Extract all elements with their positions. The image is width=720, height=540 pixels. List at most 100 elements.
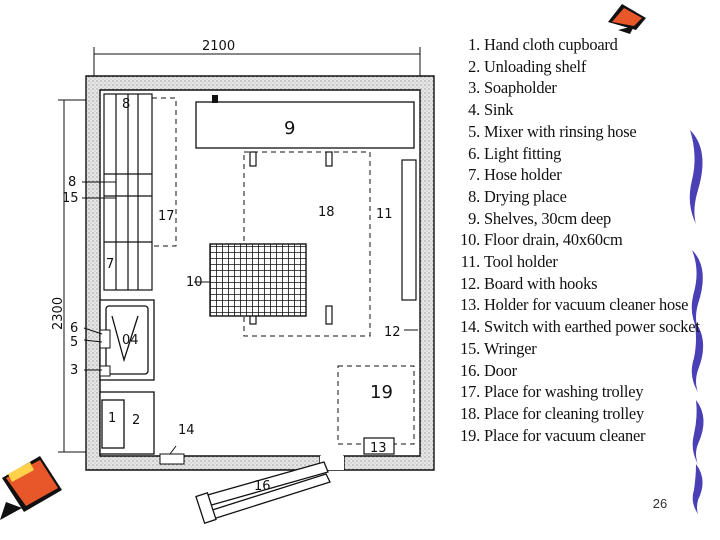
legend-item-text: Drying place <box>484 186 567 206</box>
dimension-height-label: 2300 <box>51 297 66 330</box>
label-13: 13 <box>370 441 387 456</box>
legend-item-number: 7. <box>468 165 480 185</box>
label-7: 7 <box>106 257 114 272</box>
label-18: 18 <box>318 205 335 220</box>
left-leaders <box>82 181 116 371</box>
legend-item: 17.Place for washing trolley <box>456 381 706 403</box>
legend-item-number: 19. <box>460 425 480 445</box>
legend-item-number: 9. <box>468 208 480 228</box>
decorative-swirl-icon <box>689 130 704 514</box>
legend-item-number: 8. <box>468 186 480 206</box>
legend-item-number: 12. <box>460 273 480 293</box>
legend-item-number: 13. <box>460 295 480 315</box>
dimension-height <box>58 99 90 453</box>
label-2: 2 <box>132 413 140 428</box>
legend-item-text: Mixer with rinsing hose <box>484 121 637 141</box>
legend-item: 18.Place for cleaning trolley <box>456 403 706 425</box>
switch-14 <box>159 453 185 465</box>
vacuum-cleaner-place-19 <box>337 365 415 445</box>
cupboard-and-shelf <box>99 391 155 455</box>
door-16 <box>195 461 331 524</box>
label-12: 12 <box>384 325 401 340</box>
left-cabinets <box>103 93 153 291</box>
legend-item-text: Door <box>484 360 517 380</box>
tool-holder-11 <box>401 159 417 301</box>
legend-item: 5.Mixer with rinsing hose <box>456 121 706 143</box>
legend-item-number: 17. <box>460 382 480 402</box>
legend-item-number: 6. <box>468 143 480 163</box>
label-3: 3 <box>70 363 78 378</box>
label-1: 1 <box>108 411 116 426</box>
legend-item-number: 18. <box>460 403 480 423</box>
label-15: 15 <box>62 191 79 206</box>
legend-item-text: Sink <box>484 100 514 120</box>
legend-item-text: Soapholder <box>484 78 557 98</box>
legend-item-text: Place for vacuum cleaner <box>484 425 646 445</box>
pencil-icon <box>608 4 646 34</box>
legend-item-text: Unloading shelf <box>484 56 587 76</box>
legend-item-text: Hand cloth cupboard <box>484 35 618 54</box>
legend-item-number: 2. <box>468 56 480 76</box>
legend-item: 15.Wringer <box>456 338 706 360</box>
floor-drain-10 <box>209 243 307 317</box>
legend-item-number: 3. <box>468 78 480 98</box>
label-4: 04 <box>122 333 139 348</box>
legend-item: 4.Sink <box>456 99 706 121</box>
legend-item-text: Place for washing trolley <box>484 382 644 402</box>
legend-item: 9.Shelves, 30cm deep <box>456 208 706 230</box>
cleaning-trolley-place-18 <box>243 151 371 337</box>
pencil-icon <box>0 456 62 520</box>
label-8-top: 8 <box>122 97 130 112</box>
legend-item: 19.Place for vacuum cleaner <box>456 425 706 447</box>
legend-item-text: Floor drain, 40x60cm <box>484 230 623 250</box>
legend-item: 7.Hose holder <box>456 164 706 186</box>
legend-item-text: Board with hooks <box>484 273 598 293</box>
legend-item: 13.Holder for vacuum cleaner hose <box>456 294 706 316</box>
legend-item-number: 11. <box>460 252 480 272</box>
label-5: 5 <box>70 335 78 350</box>
legend-item: 6.Light fitting <box>456 143 706 165</box>
legend-item: 10.Floor drain, 40x60cm <box>456 229 706 251</box>
slide-number: 26 <box>652 496 668 511</box>
legend-item-number: 4. <box>468 100 480 120</box>
hose-holder-13 <box>363 437 395 455</box>
label-6: 6 <box>70 321 78 336</box>
label-10: 10 <box>186 275 203 290</box>
label-16: 16 <box>254 479 271 494</box>
soapholder-3 <box>99 365 111 377</box>
legend-item-number: 16. <box>460 360 480 380</box>
legend-item: 14.Switch with earthed power socket <box>456 316 706 338</box>
legend-item-text: Switch with earthed power socket <box>484 317 700 337</box>
legend-item-text: Hose holder <box>484 165 562 185</box>
label-11: 11 <box>376 207 393 222</box>
legend-item-number: 10. <box>460 230 480 250</box>
legend-item-number: 1. <box>468 35 480 54</box>
legend-item-number: 14. <box>460 317 480 337</box>
legend-item: 8.Drying place <box>456 186 706 208</box>
label-19: 19 <box>370 382 393 403</box>
legend-item: 1.Hand cloth cupboard <box>456 34 706 56</box>
label-14: 14 <box>178 423 195 438</box>
legend-item: 2.Unloading shelf <box>456 56 706 78</box>
legend-item: 3.Soapholder <box>456 77 706 99</box>
legend-item-text: Tool holder <box>484 252 558 272</box>
legend-item-text: Holder for vacuum cleaner hose <box>484 295 689 315</box>
legend-item: 11.Tool holder <box>456 251 706 273</box>
label-9: 9 <box>284 118 295 139</box>
legend-item: 16.Door <box>456 360 706 382</box>
shelves-9 <box>195 95 415 149</box>
mixer-5 <box>99 329 111 349</box>
dimension-width-label: 2100 <box>202 39 235 54</box>
washing-trolley-place-17 <box>151 97 177 247</box>
legend-item: 12.Board with hooks <box>456 273 706 295</box>
label-17: 17 <box>158 209 175 224</box>
legend-item-text: Wringer <box>484 338 537 358</box>
legend-item-text: Shelves, 30cm deep <box>484 208 612 228</box>
leader-14 <box>169 445 177 455</box>
legend-item-number: 15. <box>460 338 480 358</box>
legend-item-text: Light fitting <box>484 143 562 163</box>
legend-item-text: Place for cleaning trolley <box>484 403 645 423</box>
label-8: 8 <box>68 175 76 190</box>
